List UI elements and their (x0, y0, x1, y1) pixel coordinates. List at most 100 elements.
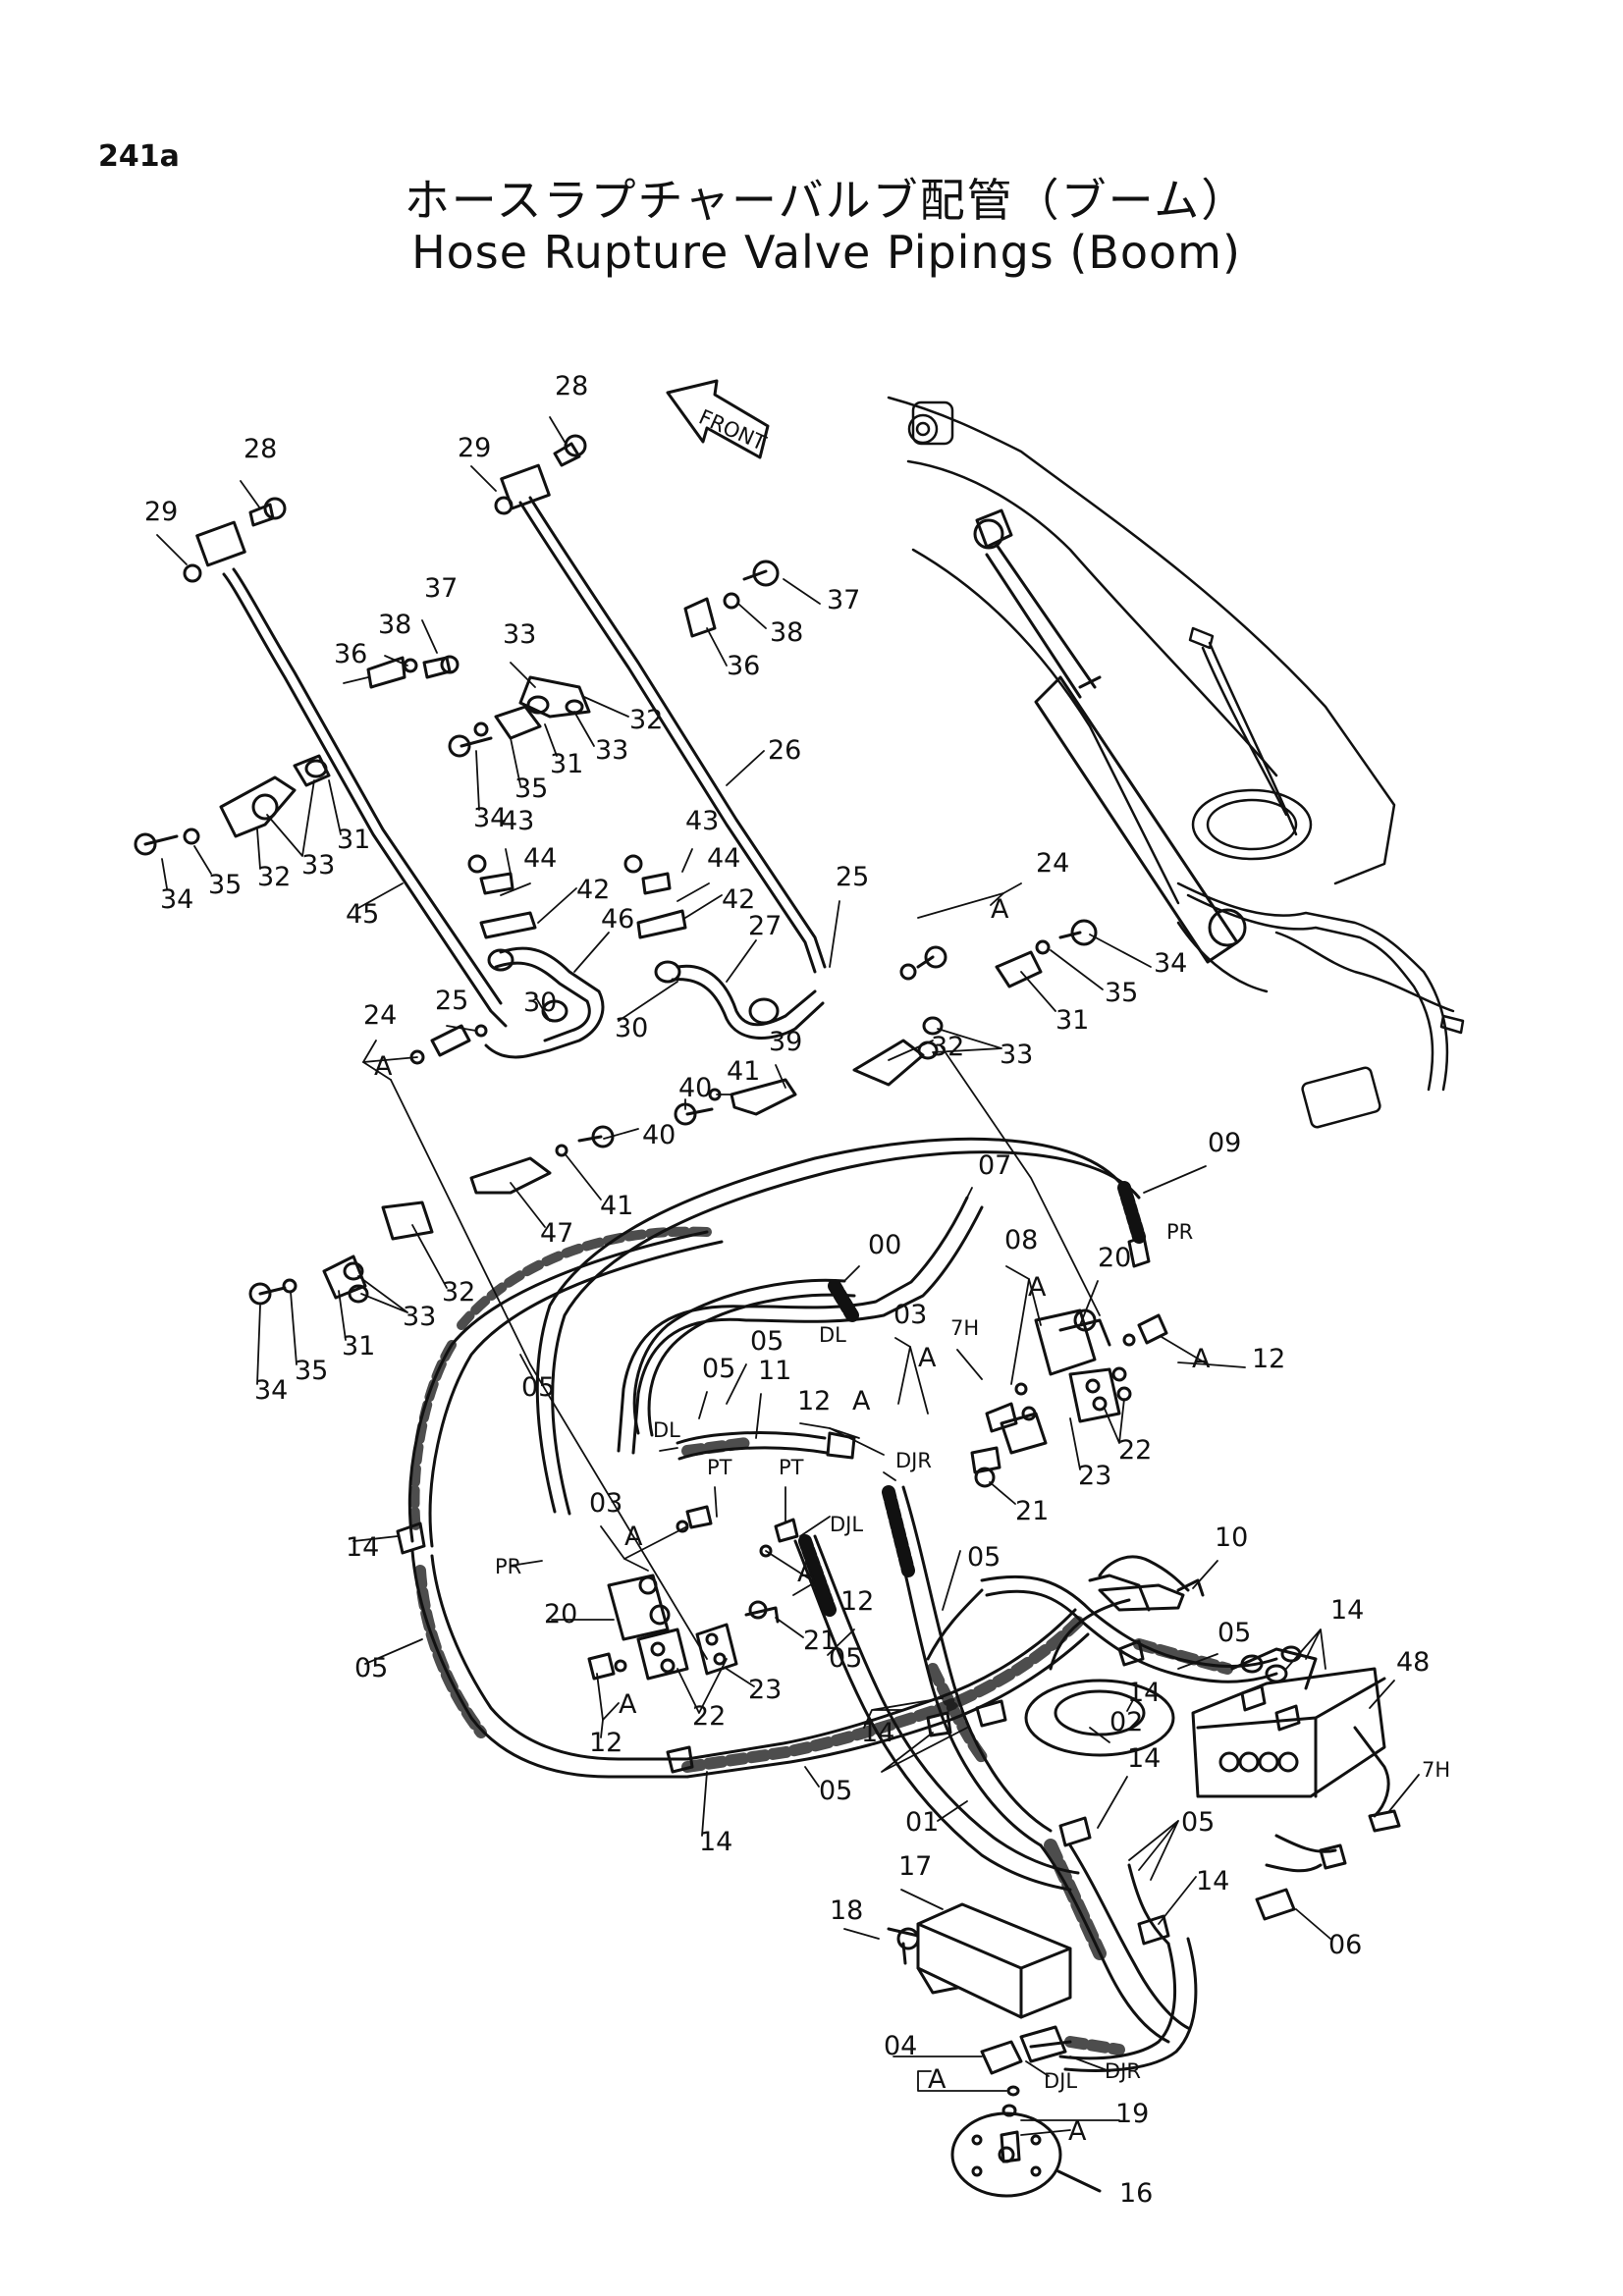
callout-c01: 01 (905, 1807, 939, 1838)
hose-clamps-14 (396, 1522, 1301, 1946)
callout-cDJR2: DJR (1105, 2059, 1141, 2083)
callout-c41a: 41 (727, 1056, 760, 1087)
callout-c31b: 31 (337, 825, 370, 855)
hose-05-left-loop (407, 1226, 1090, 1779)
callout-c28a: 28 (243, 434, 277, 464)
hose-06 (1255, 1834, 1347, 1921)
callout-c19: 19 (1115, 2099, 1149, 2129)
cylinder-valve-assembly (1176, 626, 1465, 1129)
callout-c12c: 12 (840, 1586, 874, 1617)
callout-c43b: 43 (685, 806, 719, 836)
callout-cA5: A (1192, 1344, 1211, 1374)
callout-c05i: 05 (1181, 1807, 1215, 1838)
callout-cPT2: PT (779, 1456, 804, 1479)
callout-c29b: 29 (458, 433, 491, 463)
callout-c20a: 20 (1098, 1243, 1131, 1273)
pipe-45 (183, 497, 508, 1028)
callout-leaders (156, 416, 1420, 2136)
hose-11 (676, 1431, 856, 1461)
callout-c30b: 30 (615, 1013, 648, 1043)
callout-c22b: 22 (692, 1701, 726, 1732)
callout-c05e: 05 (354, 1653, 388, 1683)
callout-c46: 46 (601, 904, 634, 934)
callout-c12b: 12 (797, 1386, 831, 1416)
callout-c14b: 14 (861, 1718, 894, 1748)
callout-c36b: 36 (727, 651, 760, 681)
part-10 (1098, 1578, 1205, 1612)
callout-c41b: 41 (600, 1191, 633, 1221)
callout-c31c: 31 (1055, 1005, 1089, 1036)
callout-cA10: A (928, 2064, 947, 2095)
callout-c35d: 35 (295, 1356, 328, 1386)
callout-c30a: 30 (523, 988, 557, 1018)
callout-cPR1: PR (1166, 1220, 1193, 1244)
bracket-17 (887, 1902, 1072, 2019)
control-valve-48 (1191, 1645, 1401, 1833)
callout-cA8: A (797, 1558, 816, 1588)
callout-c43a: 43 (501, 806, 534, 836)
callout-c44a: 44 (523, 843, 557, 874)
callout-cDJR1: DJR (895, 1449, 932, 1472)
callout-c12a: 12 (1252, 1344, 1285, 1374)
callout-c31a: 31 (550, 749, 583, 779)
callout-c33e: 33 (403, 1302, 436, 1332)
callout-c27: 27 (748, 911, 782, 941)
flange-16 (950, 2111, 1102, 2198)
clamp-assembly-upper-left (134, 655, 460, 856)
callout-cPR2: PR (495, 1555, 521, 1578)
callout-c34c: 34 (1154, 948, 1187, 979)
callout-c03b: 03 (589, 1488, 622, 1519)
callout-c25b: 25 (435, 986, 468, 1016)
callout-c35b: 35 (208, 870, 242, 900)
callout-c32c: 32 (931, 1032, 964, 1062)
callout-cA3: A (1028, 1272, 1047, 1303)
callout-c33a: 33 (503, 619, 536, 650)
callout-c34a: 34 (473, 803, 507, 833)
boom-outline (887, 396, 1396, 905)
callout-c14e: 14 (1127, 1743, 1161, 1774)
callout-c7H1: 7H (950, 1316, 979, 1340)
callout-c40a: 40 (678, 1073, 712, 1103)
callout-c22a: 22 (1118, 1435, 1152, 1466)
callout-c21b: 21 (803, 1626, 837, 1656)
callout-c32d: 32 (442, 1277, 475, 1308)
callout-c33b: 33 (595, 735, 628, 766)
callout-cA4: A (918, 1343, 937, 1373)
callout-c29a: 29 (144, 497, 178, 527)
callout-c07: 07 (978, 1150, 1011, 1181)
callout-c04: 04 (884, 2031, 917, 2061)
callout-c14d: 14 (1127, 1678, 1161, 1708)
callout-c33d: 33 (1000, 1040, 1033, 1070)
callout-c16: 16 (1119, 2178, 1153, 2209)
callout-c02: 02 (1109, 1707, 1143, 1737)
callout-c28b: 28 (555, 371, 588, 401)
hose-07 (535, 1137, 1151, 1516)
hose-00 (632, 1278, 859, 1437)
callout-c26: 26 (768, 735, 801, 766)
hose-05-lower (1039, 1839, 1198, 2072)
front-arrow-label: FRONT (695, 405, 769, 455)
callout-c48: 48 (1396, 1647, 1430, 1678)
callout-cDJL1: DJL (830, 1513, 863, 1536)
valve-block-left (587, 1505, 799, 1681)
callout-c05g: 05 (1217, 1618, 1251, 1648)
callout-c34b: 34 (160, 884, 193, 915)
callout-c14a: 14 (346, 1532, 379, 1563)
callout-c09: 09 (1208, 1128, 1241, 1158)
callout-c10: 10 (1215, 1522, 1248, 1553)
callout-c05c: 05 (702, 1354, 735, 1384)
callout-c40b: 40 (642, 1120, 676, 1150)
callout-c37b: 37 (827, 585, 860, 615)
front-arrow-icon: FRONT (666, 379, 770, 459)
callout-c38a: 38 (378, 610, 411, 640)
boom-cylinder (973, 508, 1247, 964)
title-english: Hose Rupture Valve Pipings (Boom) (411, 226, 1241, 279)
callout-c03a: 03 (893, 1300, 927, 1330)
callout-c21a: 21 (1015, 1496, 1049, 1526)
callout-c39: 39 (769, 1027, 802, 1057)
callout-c17: 17 (898, 1851, 932, 1882)
clamp-assembly-lower-left (248, 1201, 434, 1306)
callout-c06: 06 (1328, 1930, 1362, 1960)
